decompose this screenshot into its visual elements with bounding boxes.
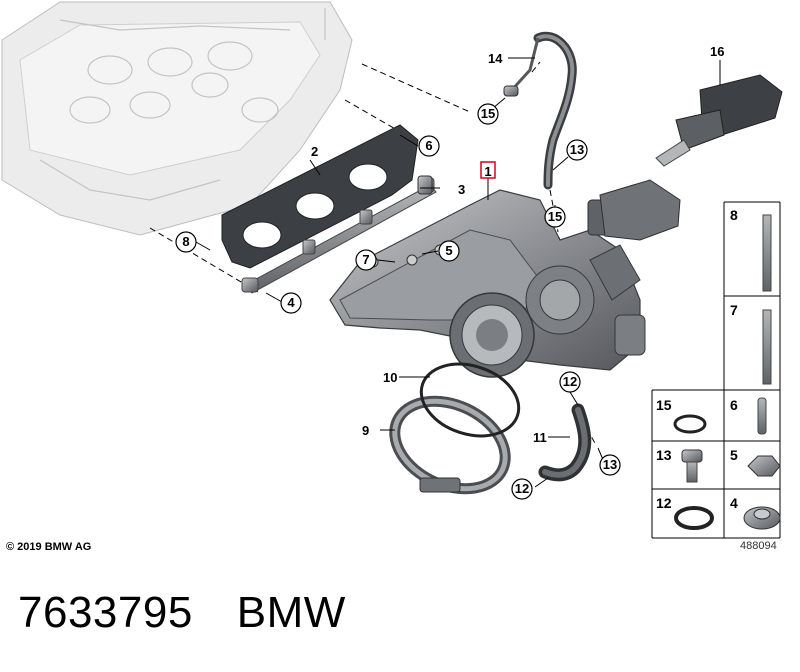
turbocharger-manifold-illustration (329, 179, 681, 378)
v-band-clamp-illustration (389, 395, 511, 495)
svg-text:5: 5 (730, 447, 738, 463)
svg-text:10: 10 (383, 370, 397, 385)
svg-text:13: 13 (656, 447, 672, 463)
svg-text:8: 8 (730, 207, 738, 223)
callout-16: 16 (710, 44, 724, 59)
part-number: 7633795 (18, 588, 193, 637)
callout-14: 14 (488, 51, 503, 66)
svg-text:7: 7 (362, 252, 369, 267)
cylinder-head-illustration (1, 1, 353, 236)
svg-text:2: 2 (311, 144, 318, 159)
legend-cell-6: 6 (730, 397, 767, 435)
brand-name: BMW (236, 588, 346, 637)
callouts: 14 15 2 6 1 3 13 15 16 (175, 44, 724, 500)
callout-4: 4 (280, 292, 302, 314)
svg-text:6: 6 (730, 397, 738, 413)
svg-text:4: 4 (730, 495, 738, 511)
svg-text:15: 15 (481, 106, 495, 121)
svg-text:12: 12 (515, 481, 529, 496)
svg-text:9: 9 (362, 423, 369, 438)
callout-7: 7 (355, 249, 377, 271)
legend-cell-5: 5 (730, 447, 781, 477)
svg-text:15: 15 (548, 209, 562, 224)
callout-2: 2 (311, 144, 318, 159)
svg-text:15: 15 (656, 397, 672, 413)
callout-12-mid: 12 (559, 371, 581, 393)
diagram-svg: 14 15 2 6 1 3 13 15 16 (1, 1, 783, 539)
figure-number: 488094 (740, 540, 777, 552)
callout-15-mid: 15 (544, 206, 566, 228)
callout-3: 3 (458, 182, 465, 197)
legend-cell-12: 12 (656, 495, 714, 530)
svg-text:1: 1 (484, 164, 491, 179)
svg-text:5: 5 (445, 243, 452, 258)
oil-feed-line-illustration (503, 31, 577, 190)
callout-13-top: 13 (566, 139, 588, 161)
legend-cell-13: 13 (656, 447, 703, 483)
callout-15-top: 15 (477, 103, 499, 125)
svg-text:13: 13 (603, 457, 617, 472)
legend-cell-7: 7 (730, 302, 772, 385)
manifold-gasket-illustration (221, 124, 419, 269)
parts-legend-grid: 8 7 15 6 13 5 12 4 (651, 201, 781, 539)
svg-text:7: 7 (730, 302, 738, 318)
svg-text:12: 12 (563, 374, 577, 389)
callout-11: 11 (533, 430, 547, 445)
copyright-notice: © 2019 BMW AG (6, 541, 92, 553)
exploded-parts-diagram: 14 15 2 6 1 3 13 15 16 (1, 1, 783, 539)
svg-text:16: 16 (710, 44, 724, 59)
svg-text:14: 14 (488, 51, 503, 66)
svg-text:4: 4 (287, 295, 295, 310)
svg-text:6: 6 (425, 138, 432, 153)
callout-12-bottom: 12 (511, 478, 533, 500)
svg-text:8: 8 (182, 234, 189, 249)
legend-cell-8: 8 (730, 207, 772, 292)
leader-lines (195, 57, 721, 488)
part-caption: 7633795 BMW (18, 588, 346, 638)
callout-6: 6 (418, 135, 440, 157)
callout-9: 9 (362, 423, 369, 438)
svg-text:11: 11 (533, 430, 547, 445)
legend-cell-4: 4 (730, 495, 781, 530)
svg-text:12: 12 (656, 495, 672, 511)
callout-10: 10 (383, 370, 397, 385)
coolant-hose-illustration (538, 403, 592, 482)
callout-8: 8 (175, 231, 197, 253)
svg-text:3: 3 (458, 182, 465, 197)
svg-text:13: 13 (570, 142, 584, 157)
small-parts-illustration (417, 175, 433, 195)
legend-cell-15: 15 (656, 397, 707, 434)
callout-5: 5 (438, 240, 460, 262)
sensor-illustration (655, 74, 783, 167)
callout-1: 1 (480, 161, 496, 179)
seal-ring-illustration (419, 362, 521, 438)
callout-13-bottom: 13 (599, 454, 621, 476)
